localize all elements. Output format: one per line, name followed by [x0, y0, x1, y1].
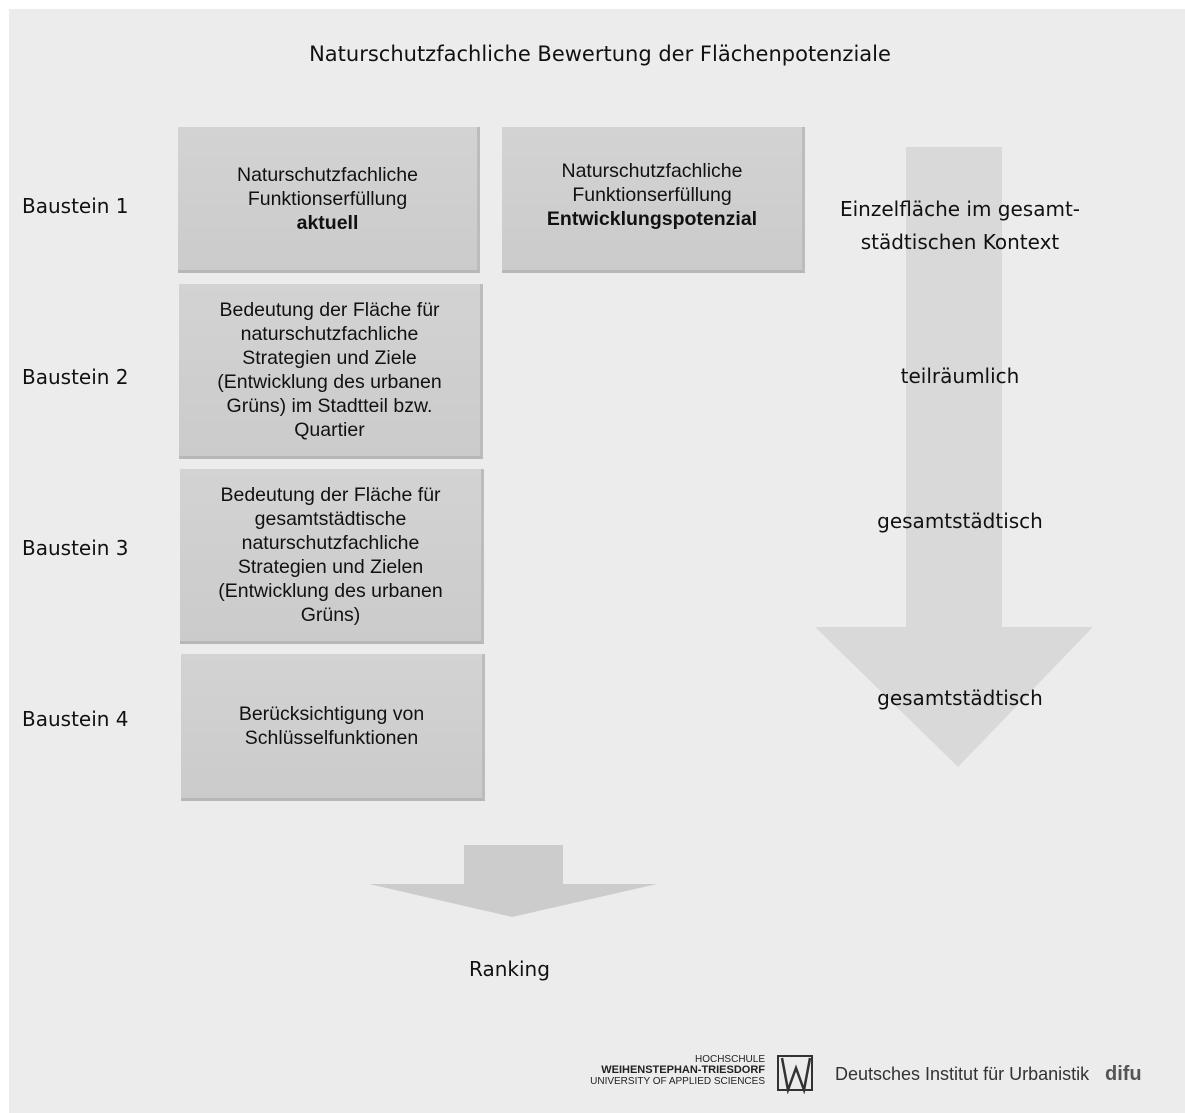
baustein-2-label: Baustein 2	[22, 365, 129, 389]
box-text-line: Quartier	[294, 419, 365, 441]
box-text-line: Schlüsselfunktionen	[244, 727, 419, 749]
hs-line-3: UNIVERSITY OF APPLIED SCIENCES	[590, 1076, 765, 1087]
ranking-arrow	[369, 845, 657, 917]
box-text-line: Bedeutung der Fläche für	[219, 299, 440, 321]
scale-label-teilraeumlich: teilräumlich	[900, 364, 1020, 388]
box-text-line: Funktionserfüllung	[247, 187, 408, 210]
scale-label-einzelflaeche: Einzelfläche im gesamt- städtischen Kont…	[805, 193, 1115, 259]
difu-text: Deutsches Institut für Urbanistik	[835, 1064, 1090, 1084]
box-text-line: Strategien und Zielen	[237, 556, 424, 578]
box-funktionserfuellung-entwicklungspotenzial: Naturschutzfachliche Funktionserfüllung …	[502, 127, 805, 273]
box-text-line: Bedeutung der Fläche für	[220, 484, 441, 506]
hochschule-w-logo-icon	[777, 1055, 813, 1094]
diagram-title: Naturschutzfachliche Bewertung der Fläch…	[309, 42, 891, 66]
box-text-line: Funktionserfüllung	[572, 183, 732, 206]
box-baustein-2: Bedeutung der Fläche für naturschutzfach…	[179, 284, 483, 459]
box-text-line: Grüns) im Stadtteil bzw.	[226, 395, 433, 417]
box-baustein-3: Bedeutung der Fläche für gesamtstädtisch…	[180, 469, 484, 644]
box-text-line: naturschutzfachliche	[241, 532, 420, 554]
box-baustein-4: Berücksichtigung von Schlüsselfunktionen	[181, 654, 485, 801]
baustein-3-label: Baustein 3	[22, 536, 129, 560]
ranking-label: Ranking	[469, 957, 550, 981]
box-text-line: Naturschutzfachliche	[561, 159, 743, 182]
box-text-bold: Entwicklungspotenzial	[546, 207, 758, 230]
hs-line-2: WEIHENSTEPHAN-TRIESDORF	[601, 1064, 765, 1076]
box-text-line: naturschutzfachliche	[240, 323, 419, 345]
box-text-line: Berücksichtigung von	[238, 703, 425, 725]
box-funktionserfuellung-aktuell: Naturschutzfachliche Funktionserfüllung …	[178, 127, 480, 273]
scale-label-line: städtischen Kontext	[860, 230, 1060, 254]
baustein-4-label: Baustein 4	[22, 707, 129, 731]
scale-arrow	[815, 147, 1093, 767]
box-text-bold: aktuell	[296, 211, 359, 234]
scale-label-gesamtstaedtisch-2: gesamtstädtisch	[877, 686, 1043, 710]
scale-label-gesamtstaedtisch-1: gesamtstädtisch	[877, 509, 1043, 533]
box-text-line: Naturschutzfachliche	[236, 163, 418, 186]
scale-label-line: Einzelfläche im gesamt-	[839, 197, 1081, 221]
difu-logo: difu	[1105, 1063, 1142, 1085]
box-text-line: Grüns)	[300, 604, 361, 626]
box-text-line: gesamtstädtische	[254, 508, 407, 530]
box-text-line: (Entwicklung des urbanen	[218, 580, 443, 602]
box-text-line: Strategien und Ziele	[242, 347, 417, 369]
hochschule-logo-text: HOCHSCHULE WEIHENSTEPHAN-TRIESDORF UNIVE…	[590, 1054, 765, 1087]
hs-line-1: HOCHSCHULE	[694, 1054, 765, 1065]
box-text-line: (Entwicklung des urbanen	[217, 371, 442, 393]
baustein-1-label: Baustein 1	[22, 194, 129, 218]
